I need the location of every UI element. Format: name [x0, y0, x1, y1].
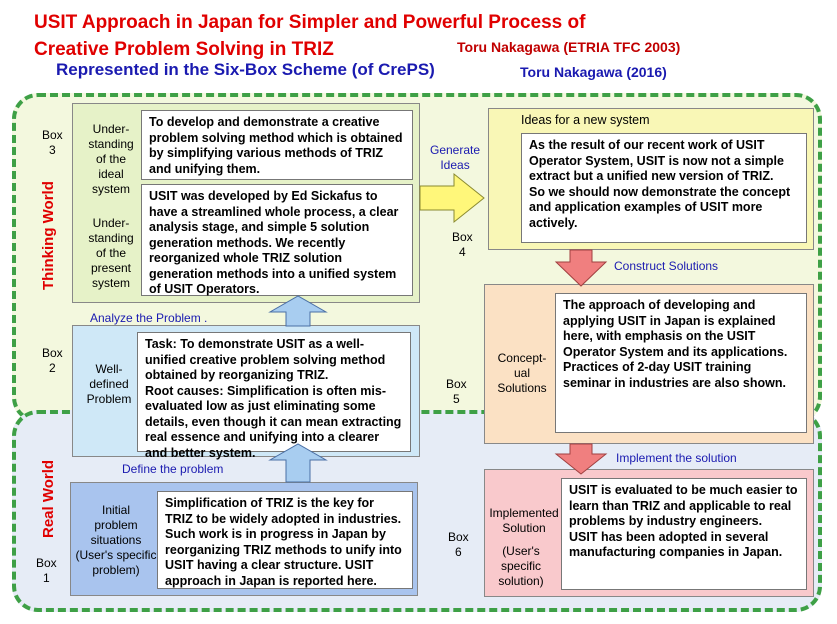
box4: Ideas for a new system As the result of … [488, 108, 814, 250]
box2-text: Task: To demonstrate USIT as a well-unif… [137, 332, 411, 460]
step-define-label: Define the problem [122, 462, 224, 476]
box1-label: Box 1 [36, 556, 57, 585]
box1-text: Simplification of TRIZ is the key for TR… [157, 491, 413, 589]
arrow-generate-right [419, 172, 485, 224]
arrow-construct-down [554, 249, 608, 287]
arrow-define-up [268, 443, 328, 483]
subtitle: Represented in the Six-Box Scheme (of Cr… [56, 60, 435, 79]
arrow-analyze-up [268, 295, 328, 327]
box3-label: Box 3 [42, 128, 63, 157]
box4-header: Ideas for a new system [521, 113, 650, 127]
box2-label: Box 2 [42, 346, 63, 375]
box5: Concept- ual Solutions The approach of d… [484, 284, 814, 444]
title-line-1: USIT Approach in Japan for Simpler and P… [34, 12, 586, 33]
box3: Under- standing of the ideal system To d… [72, 103, 420, 303]
box1: Initial problem situations (User's speci… [70, 482, 418, 596]
box3-present-side-label: Under- standing of the present system [88, 216, 134, 290]
author-line-2: Toru Nakagawa (2016) [520, 64, 667, 80]
box6-text: USIT is evaluated to be much easier to l… [561, 478, 807, 590]
box4-text: As the result of our recent work of USIT… [521, 133, 807, 243]
title-line-2: Creative Problem Solving in TRIZ [34, 39, 334, 60]
box5-side-label: Concept- ual Solutions [497, 351, 547, 395]
box5-label: Box 5 [446, 377, 467, 406]
author-line-1: Toru Nakagawa (ETRIA TFC 2003) [457, 39, 681, 55]
box2-side-label: Well- defined Problem [86, 362, 132, 406]
step-generate-label: Generate Ideas [430, 143, 481, 172]
box6: Implemented Solution (User's specific so… [484, 469, 814, 597]
box1-side-label: Initial problem situations (User's speci… [75, 503, 157, 577]
arrow-implement-down [554, 443, 608, 475]
step-construct-label: Construct Solutions [614, 259, 719, 273]
step-implement-label: Implement the solution [616, 451, 737, 465]
box3-ideal-side-label: Under- standing of the ideal system [88, 122, 134, 196]
box6-side-label: Implemented Solution [489, 506, 559, 535]
box2: Well- defined Problem Task: To demonstra… [72, 325, 420, 460]
box3-ideal-text: To develop and demonstrate a creative pr… [141, 110, 413, 180]
box6-side-label-2: (User's specific solution) [498, 544, 544, 588]
step-analyze-label: Analyze the Problem . [90, 311, 208, 325]
box3-present-text: USIT was developed by Ed Sickafus to hav… [141, 184, 413, 296]
box5-text: The approach of developing and applying … [555, 293, 807, 433]
box6-label: Box 6 [448, 530, 469, 559]
box4-label: Box 4 [452, 230, 473, 259]
